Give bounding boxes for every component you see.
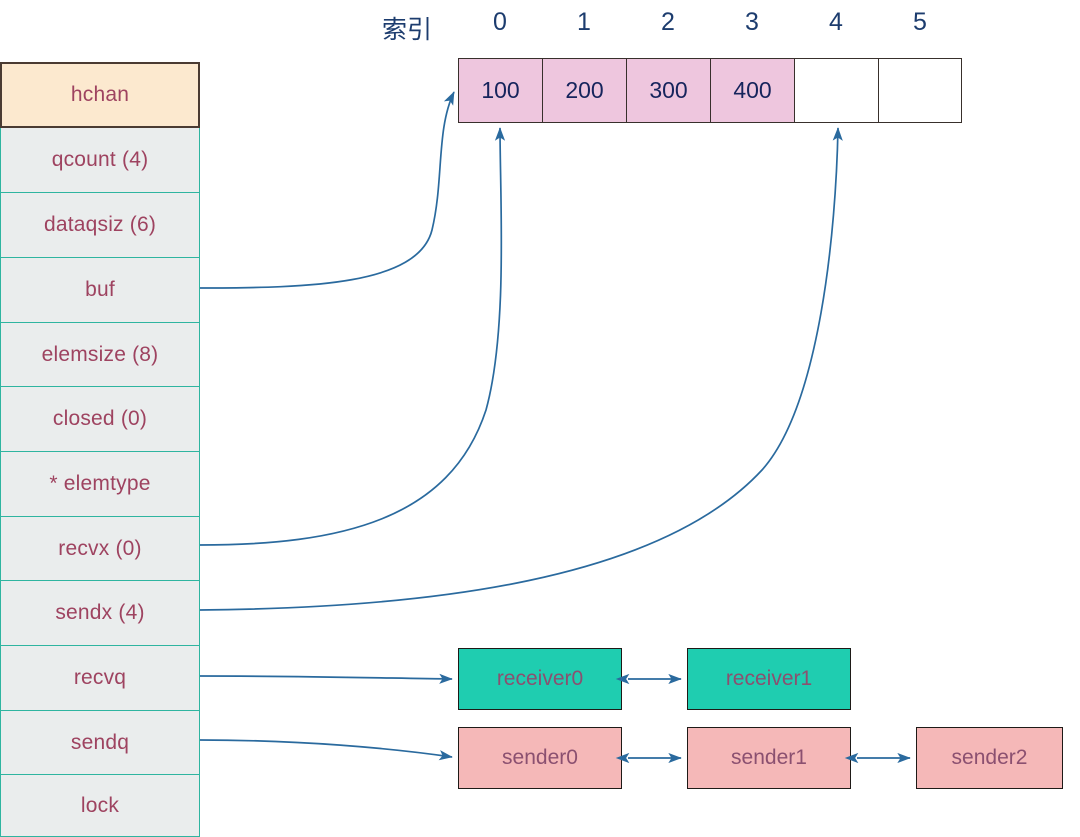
buffer-cell-5 [878, 58, 962, 123]
buffer-array: 100 200 300 400 [458, 58, 962, 123]
buffer-index-3: 3 [745, 8, 759, 36]
struct-row-qcount: qcount (4) [0, 128, 200, 193]
buffer-index-2: 2 [661, 8, 675, 36]
struct-row-recvq: recvq [0, 646, 200, 711]
buffer-index-5: 5 [913, 8, 927, 36]
recvq-node-receiver1: receiver1 [687, 648, 851, 710]
buffer-cell-0: 100 [458, 58, 542, 123]
struct-row-elemsize: elemsize (8) [0, 323, 200, 387]
buffer-index-1: 1 [577, 8, 591, 36]
sendq-node-sender1: sender1 [687, 727, 851, 789]
struct-row-recvx: recvx (0) [0, 517, 200, 581]
buffer-cell-4 [794, 58, 878, 123]
struct-header-hchan: hchan [0, 62, 200, 128]
struct-row-closed: closed (0) [0, 387, 200, 452]
arrow-sendq-to-sender0 [199, 739, 453, 761]
buffer-cell-3: 400 [710, 58, 794, 123]
arrow-recvx-to-cell0 [199, 127, 506, 546]
buffer-index-4: 4 [829, 8, 843, 36]
struct-row-sendq: sendq [0, 711, 200, 775]
arrow-sendx-to-cell4 [199, 127, 843, 611]
arrow-buf-to-buffer [199, 91, 455, 289]
index-caption-label: 索引 [382, 15, 433, 44]
struct-row-sendx: sendx (4) [0, 581, 200, 646]
struct-row-lock: lock [0, 775, 200, 837]
buffer-cell-2: 300 [626, 58, 710, 123]
sendq-node-sender0: sender0 [458, 727, 622, 789]
arrow-recvq-to-receiver0 [199, 673, 453, 684]
struct-row-buf: buf [0, 258, 200, 323]
struct-row-dataqsiz: dataqsiz (6) [0, 193, 200, 258]
hchan-struct-table: hchan qcount (4) dataqsiz (6) buf elemsi… [0, 62, 200, 837]
recvq-node-receiver0: receiver0 [458, 648, 622, 710]
buffer-index-row: 索引 0 1 2 3 4 5 [0, 8, 1080, 48]
sendq-node-sender2: sender2 [916, 727, 1063, 789]
buffer-index-0: 0 [493, 8, 507, 36]
buffer-cell-1: 200 [542, 58, 626, 123]
struct-row-elemtype: * elemtype [0, 452, 200, 517]
